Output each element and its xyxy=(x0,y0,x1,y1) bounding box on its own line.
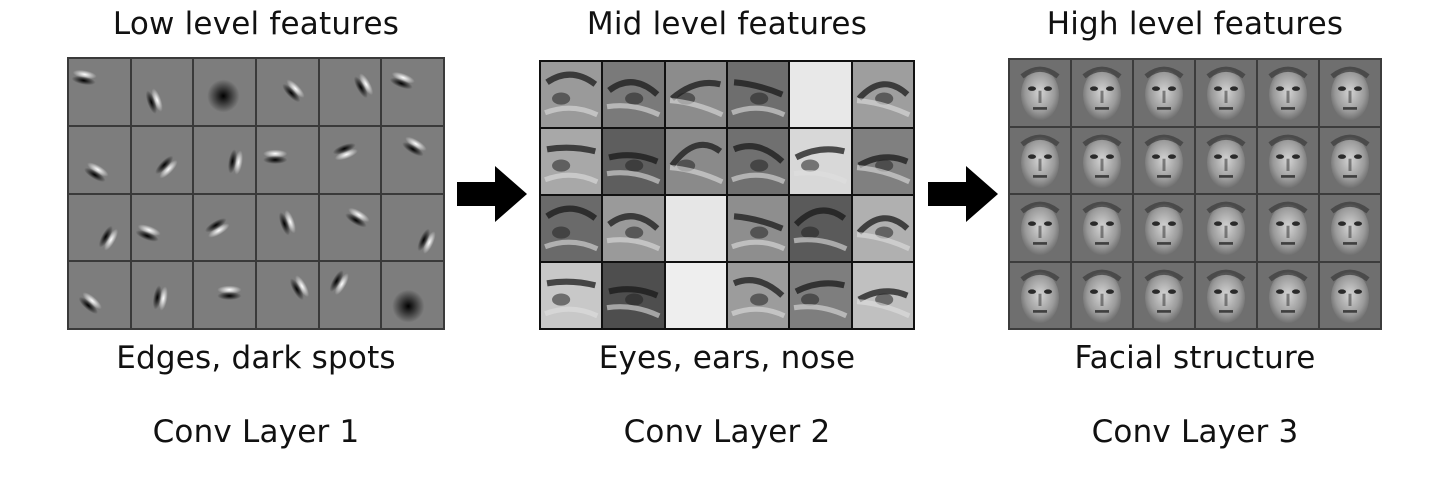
part-filter-thumbnail xyxy=(852,263,913,328)
face-filter-thumbnail xyxy=(1196,262,1256,328)
edge-filter-thumbnail xyxy=(319,126,381,193)
stage2-caption: Eyes, ears, nose xyxy=(598,340,856,376)
face-filter-thumbnail xyxy=(1320,127,1380,193)
face-filter-thumbnail xyxy=(1134,60,1194,126)
face-filter-thumbnail xyxy=(1196,195,1256,261)
face-filter-thumbnail xyxy=(1134,262,1194,328)
face-filter-thumbnail xyxy=(1072,127,1132,193)
part-filter-thumbnail xyxy=(541,129,602,194)
stage1-title: Low level features xyxy=(112,6,400,42)
face-filter-thumbnail xyxy=(1320,195,1380,261)
edge-filter-thumbnail xyxy=(131,126,193,193)
face-filter-thumbnail xyxy=(1134,195,1194,261)
face-filter-thumbnail xyxy=(1258,262,1318,328)
part-filter-thumbnail xyxy=(852,62,913,127)
part-filter-thumbnail xyxy=(541,62,602,127)
face-filter-thumbnail xyxy=(1134,127,1194,193)
edge-filter-thumbnail xyxy=(194,59,255,125)
edge-filter-thumbnail xyxy=(194,126,255,193)
edge-filter-thumbnail xyxy=(319,262,381,328)
face-filter-thumbnail xyxy=(1010,262,1070,328)
stage1-caption: Edges, dark spots xyxy=(116,340,396,376)
part-filter-thumbnail xyxy=(541,263,602,328)
edge-filter-thumbnail xyxy=(382,262,443,328)
edge-filter-thumbnail xyxy=(257,126,318,193)
part-filter-thumbnail xyxy=(665,196,726,261)
part-filter-thumbnail xyxy=(790,129,851,194)
part-filter-thumbnail xyxy=(665,62,726,127)
face-filter-thumbnail xyxy=(1010,127,1070,193)
part-filter-thumbnail xyxy=(603,62,664,127)
edge-filter-thumbnail xyxy=(257,262,318,328)
face-filter-thumbnail xyxy=(1258,127,1318,193)
part-filter-thumbnail xyxy=(665,263,726,328)
part-filter-thumbnail xyxy=(603,129,664,194)
part-filter-thumbnail xyxy=(665,129,726,194)
stage3-layer-label: Conv Layer 3 xyxy=(1091,414,1299,450)
stage2-title: Mid level features xyxy=(586,6,868,42)
edge-filter-thumbnail xyxy=(382,126,443,193)
mid-level-feature-grid xyxy=(539,60,915,330)
edge-filter-thumbnail xyxy=(131,262,193,328)
face-filter-thumbnail xyxy=(1320,60,1380,126)
edge-filter-thumbnail xyxy=(131,59,193,125)
part-filter-thumbnail xyxy=(727,129,789,194)
face-filter-thumbnail xyxy=(1196,60,1256,126)
edge-filter-thumbnail xyxy=(69,262,130,328)
edge-filter-thumbnail xyxy=(194,262,255,328)
low-level-feature-grid xyxy=(67,57,445,330)
part-filter-thumbnail xyxy=(790,263,851,328)
part-filter-thumbnail xyxy=(727,196,789,261)
stage1-layer-label: Conv Layer 1 xyxy=(152,414,360,450)
stage2-layer-label: Conv Layer 2 xyxy=(623,414,831,450)
right-arrow-icon xyxy=(928,166,998,222)
face-filter-thumbnail xyxy=(1258,195,1318,261)
part-filter-thumbnail xyxy=(852,129,913,194)
high-level-feature-grid xyxy=(1008,58,1382,330)
edge-filter-thumbnail xyxy=(382,59,443,125)
stage3-title: High level features xyxy=(1046,6,1344,42)
edge-filter-thumbnail xyxy=(131,194,193,261)
part-filter-thumbnail xyxy=(603,196,664,261)
part-filter-thumbnail xyxy=(541,196,602,261)
edge-filter-thumbnail xyxy=(69,59,130,125)
right-arrow-icon xyxy=(457,166,527,222)
face-filter-thumbnail xyxy=(1010,195,1070,261)
edge-filter-thumbnail xyxy=(319,194,381,261)
part-filter-thumbnail xyxy=(727,62,789,127)
edge-filter-thumbnail xyxy=(194,194,255,261)
part-filter-thumbnail xyxy=(603,263,664,328)
edge-filter-thumbnail xyxy=(319,59,381,125)
face-filter-thumbnail xyxy=(1072,262,1132,328)
face-filter-thumbnail xyxy=(1258,60,1318,126)
part-filter-thumbnail xyxy=(790,62,851,127)
stage3-caption: Facial structure xyxy=(1074,340,1316,376)
edge-filter-thumbnail xyxy=(382,194,443,261)
face-filter-thumbnail xyxy=(1196,127,1256,193)
edge-filter-thumbnail xyxy=(69,194,130,261)
face-filter-thumbnail xyxy=(1010,60,1070,126)
face-filter-thumbnail xyxy=(1320,262,1380,328)
part-filter-thumbnail xyxy=(790,196,851,261)
edge-filter-thumbnail xyxy=(257,59,318,125)
part-filter-thumbnail xyxy=(852,196,913,261)
face-filter-thumbnail xyxy=(1072,195,1132,261)
part-filter-thumbnail xyxy=(727,263,789,328)
face-filter-thumbnail xyxy=(1072,60,1132,126)
edge-filter-thumbnail xyxy=(257,194,318,261)
edge-filter-thumbnail xyxy=(69,126,130,193)
